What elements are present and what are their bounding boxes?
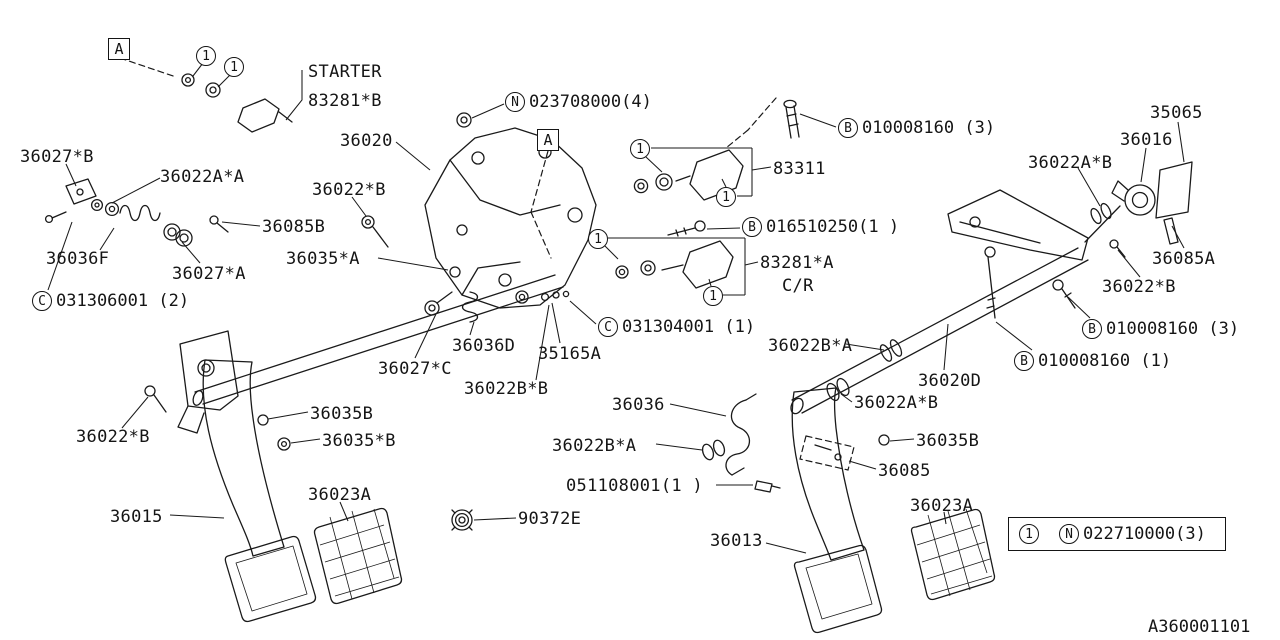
- left-fastener-cluster-art: [44, 178, 229, 247]
- part-label-36027a: 36027*A: [172, 264, 246, 284]
- fastener-prefix-circle: B: [1014, 351, 1034, 371]
- part-label-90372e: 90372E: [518, 509, 582, 529]
- brake-pedal-art: [701, 247, 1089, 634]
- fastener-callout-c-031304001: C 031304001 (1): [598, 317, 755, 337]
- circled-one-callout: 1: [630, 139, 650, 159]
- legend-part-number: 022710000(3): [1083, 524, 1206, 544]
- part-label-36022a-a: 36022A*A: [160, 167, 245, 187]
- circled-one-callout: 1: [196, 46, 216, 66]
- switch-83311-art: [633, 149, 744, 201]
- part-label-starter: STARTER: [308, 62, 382, 82]
- part-label-83281a: 83281*A: [760, 253, 834, 273]
- fastener-callout-b-010008160-1: B 010008160 (1): [1014, 351, 1171, 371]
- part-label-36022b-3: 36022*B: [76, 427, 150, 447]
- fastener-number: 031304001 (1): [622, 317, 756, 337]
- part-label-36036f: 36036F: [46, 249, 110, 269]
- clutch-pedal-arm: [202, 359, 285, 557]
- fastener-callout-b-016510250: B 016510250(1 ): [742, 217, 899, 237]
- starter-switch-art: [181, 73, 293, 133]
- part-label-36085: 36085: [878, 461, 931, 481]
- fastener-number: 016510250(1 ): [766, 217, 900, 237]
- part-label-36022b-a-2: 36022B*A: [552, 436, 637, 456]
- part-label-36085a: 36085A: [1152, 249, 1216, 269]
- part-label-36022b-b: 36022B*B: [464, 379, 549, 399]
- fastener-prefix-circle: C: [598, 317, 618, 337]
- legend-circled-one: 1: [1019, 524, 1039, 544]
- fastener-prefix-circle: B: [838, 118, 858, 138]
- drawing-number: A360001101: [1148, 617, 1251, 637]
- fastener-callout-b-010008160-mid: B 010008160 (3): [1082, 319, 1239, 339]
- legend-circled-n: N: [1059, 524, 1079, 544]
- circled-one-callout: 1: [588, 229, 608, 249]
- part-label-36015: 36015: [110, 507, 163, 527]
- fastener-callout-n-023708000: N 023708000(4): [505, 92, 652, 112]
- part-label-36022b-1: 36022*B: [312, 180, 386, 200]
- part-label-83311: 83311: [773, 159, 826, 179]
- part-label-36036: 36036: [612, 395, 665, 415]
- part-label-36023a-2: 36023A: [910, 496, 974, 516]
- part-label-35065: 35065: [1150, 103, 1203, 123]
- fastener-callout-b-010008160-top: B 010008160 (3): [838, 118, 995, 138]
- part-label-36020d: 36020D: [918, 371, 982, 391]
- part-label-36013: 36013: [710, 531, 763, 551]
- part-label-36022b-2: 36022*B: [1102, 277, 1176, 297]
- fastener-prefix-circle: C: [32, 291, 52, 311]
- main-bracket-art: [361, 112, 597, 323]
- bolt-016510250-art: [667, 220, 706, 237]
- part-label-83281b: 83281*B: [308, 91, 382, 111]
- leader-lines: [47, 62, 1185, 554]
- fastener-number: 031306001 (2): [56, 291, 190, 311]
- fastener-prefix-circle: B: [1082, 319, 1102, 339]
- clutch-pedal-pad: [224, 535, 317, 623]
- right-bracket-art: [947, 161, 1193, 319]
- brake-pad-36023a-art: [910, 508, 996, 601]
- legend-box: 1 N 022710000(3): [1008, 517, 1226, 551]
- detail-marker-a-top: A: [108, 38, 130, 60]
- part-label-36027c: 36027*C: [378, 359, 452, 379]
- fastener-prefix-circle: N: [505, 92, 525, 112]
- part-label-36022b-a-1: 36022B*A: [768, 336, 853, 356]
- fastener-number: 010008160 (1): [1038, 351, 1172, 371]
- part-label-36020: 36020: [340, 131, 393, 151]
- clutch-pad-36023a-art: [313, 507, 403, 605]
- fastener-number: 010008160 (3): [1106, 319, 1240, 339]
- part-label-051108001: 051108001(1 ): [566, 476, 703, 496]
- brake-pedal-arm: [791, 387, 865, 561]
- fastener-prefix-circle: B: [742, 217, 762, 237]
- fastener-callout-c-031306001: C 031306001 (2): [32, 291, 189, 311]
- part-label-36022a-b-2: 36022A*B: [854, 393, 939, 413]
- circled-one-callout: 1: [224, 57, 244, 77]
- circled-one-callout: 1: [703, 286, 723, 306]
- part-label-36027b: 36027*B: [20, 147, 94, 167]
- part-label-36085b: 36085B: [262, 217, 326, 237]
- fastener-number: 010008160 (3): [862, 118, 996, 138]
- brake-pedal-pad: [793, 544, 883, 634]
- detail-marker-a-center: A: [537, 129, 559, 151]
- clutch-pedal-art: [144, 274, 564, 623]
- switch-83281a-art: [615, 240, 734, 289]
- part-label-35165a: 35165A: [538, 344, 602, 364]
- part-label-36035b-2: 36035B: [916, 431, 980, 451]
- part-label-36036d: 36036D: [452, 336, 516, 356]
- part-label-36035-b: 36035*B: [322, 431, 396, 451]
- circled-one-callout: 1: [716, 187, 736, 207]
- top-bolt-art: [783, 99, 800, 139]
- fastener-number: 023708000(4): [529, 92, 652, 112]
- part-label-cr: C/R: [782, 276, 814, 296]
- part-label-36016: 36016: [1120, 130, 1173, 150]
- part-label-36022a-b-1: 36022A*B: [1028, 153, 1113, 173]
- part-label-36035b-1: 36035B: [310, 404, 374, 424]
- part-label-36023a-1: 36023A: [308, 485, 372, 505]
- part-label-36035a: 36035*A: [286, 249, 360, 269]
